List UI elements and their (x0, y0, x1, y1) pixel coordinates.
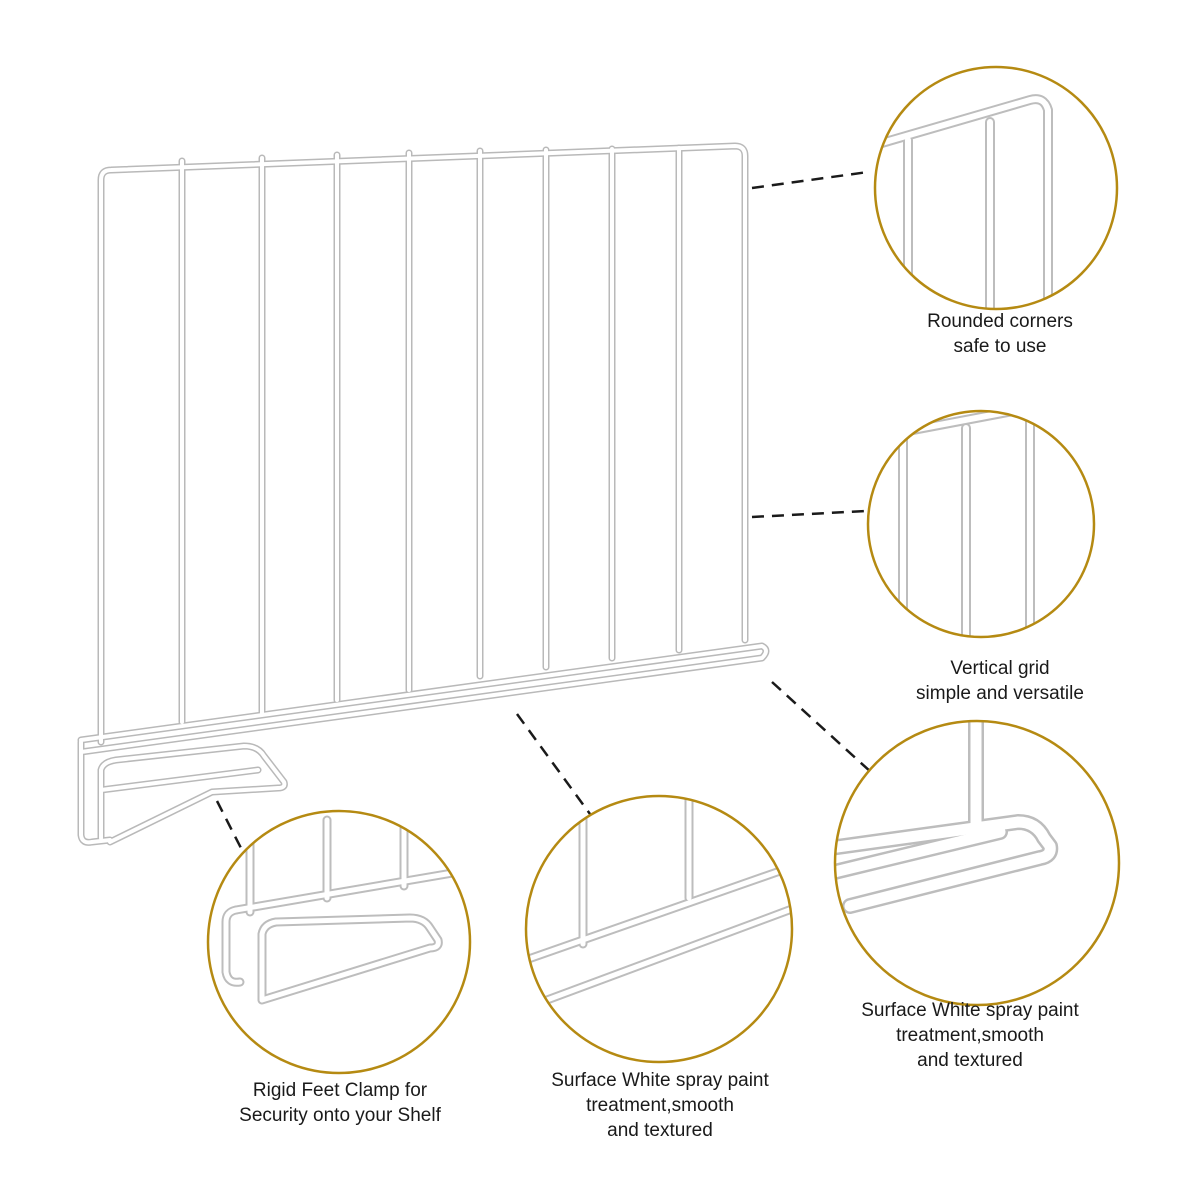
caption-rounded-corners: Rounded corners safe to use (900, 309, 1100, 359)
leader-line-grid (751, 509, 867, 519)
detail-ring-surface-middle (524, 794, 794, 1064)
wire-shelf-divider (77, 142, 770, 846)
caption-line: Rigid Feet Clamp for (252, 1080, 428, 1101)
detail-circle-feet (206, 809, 472, 1075)
caption-line: Surface White spray paint (551, 1070, 769, 1091)
leader-line-corners (751, 170, 869, 190)
caption-line: Vertical grid (950, 658, 1050, 679)
detail-ring-grid (866, 409, 1096, 639)
caption-surface-middle: Surface White spray paint treatment,smoo… (520, 1068, 800, 1143)
detail-circle-surface-middle (524, 794, 794, 1064)
detail-circle-corners (873, 65, 1119, 311)
detail-circle-grid (866, 409, 1096, 639)
caption-line: and textured (607, 1120, 713, 1141)
caption-line: simple and versatile (916, 683, 1084, 704)
caption-surface-right: Surface White spray paint treatment,smoo… (830, 998, 1110, 1073)
caption-line: treatment,smooth (586, 1095, 734, 1116)
detail-circle-surface-right (833, 719, 1121, 1007)
leader-line-surface-middle (515, 713, 592, 815)
leader-line-feet (215, 800, 245, 853)
caption-line: safe to use (953, 336, 1047, 357)
caption-line: Security onto your Shelf (239, 1105, 441, 1126)
caption-line: and textured (917, 1050, 1023, 1071)
leader-lines (215, 170, 873, 853)
caption-feet-clamp: Rigid Feet Clamp for Security onto your … (200, 1078, 480, 1128)
leader-line-surface-right (771, 681, 873, 774)
caption-line: Rounded corners (927, 311, 1073, 332)
caption-line: treatment,smooth (896, 1025, 1044, 1046)
detail-ring-feet (206, 809, 472, 1075)
detail-ring-corners (873, 65, 1119, 311)
detail-ring-surface-right (833, 719, 1121, 1007)
caption-line: Surface White spray paint (861, 1000, 1079, 1021)
caption-vertical-grid: Vertical grid simple and versatile (880, 656, 1120, 706)
